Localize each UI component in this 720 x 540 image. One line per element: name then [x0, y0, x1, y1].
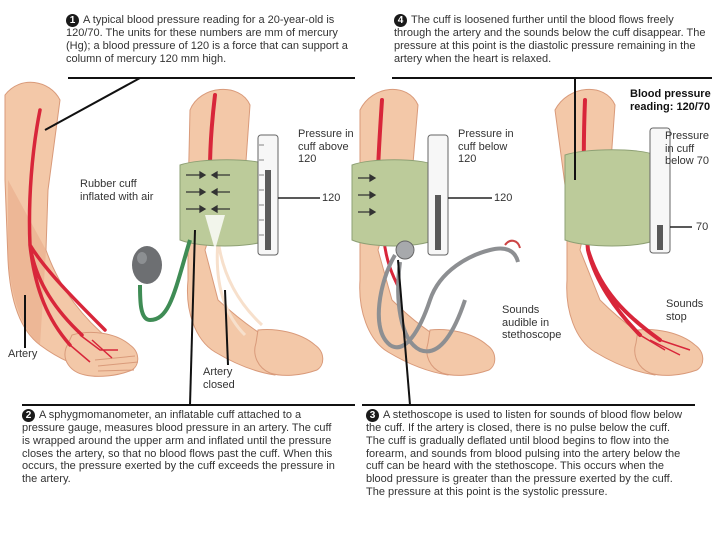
arm-stethoscope [351, 89, 521, 376]
arm-left [4, 81, 139, 377]
rubber-cuff-label: Rubber cuff inflated with air [80, 178, 154, 203]
bp-reading-label: Blood pressure reading: 120/70 [630, 88, 711, 113]
artery-label: Artery [8, 348, 38, 360]
pressure-below-70-label: Pressure in cuff below 70 [665, 130, 710, 167]
step-3-number: 3 [366, 409, 379, 422]
gauge-70-label: 70 [696, 221, 709, 233]
step-4-number: 4 [394, 14, 407, 27]
step-3-text: A stethoscope is used to listen for soun… [366, 409, 683, 498]
step-1-number: 1 [66, 14, 79, 27]
pressure-above-120-label: Pressure in cuff above 120 [298, 128, 354, 165]
arm-cuff-deflated [554, 89, 704, 376]
pressure-below-120-label: Pressure in cuff below 120 [458, 128, 514, 165]
gauge-120-label-b: 120 [494, 192, 513, 204]
arm-cuff-inflated [132, 89, 324, 376]
leader-lines [22, 77, 712, 406]
step-2-number: 2 [22, 409, 35, 422]
gauge-120-label-a: 120 [322, 192, 341, 204]
sounds-stop-label: Sounds stop [666, 298, 704, 323]
artery-closed-label: Artery closed [203, 366, 235, 391]
sounds-audible-label: Sounds audible in stethoscope [502, 304, 562, 341]
step-1-text: A typical blood pressure reading for a 2… [66, 14, 348, 65]
step-4-text: The cuff is loosened further until the b… [394, 14, 706, 65]
step-2-text: A sphygmomanometer, an inflatable cuff a… [22, 409, 335, 486]
